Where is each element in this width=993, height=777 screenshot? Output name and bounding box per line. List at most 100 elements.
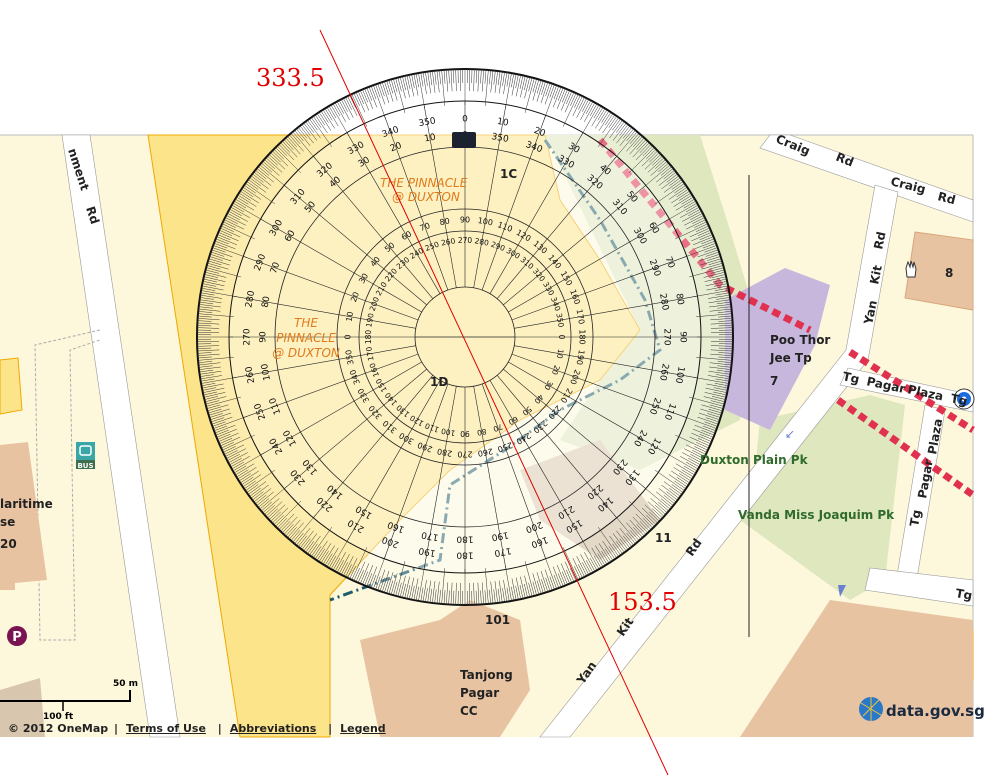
protractor-tick <box>201 290 237 297</box>
protractor-radial-line <box>503 368 646 489</box>
protractor-scale-label: 350 <box>418 116 437 129</box>
protractor-tick <box>702 425 717 432</box>
protractor-tick <box>198 308 221 312</box>
protractor-tick <box>206 404 221 409</box>
protractor-tick <box>197 315 212 318</box>
protractor-tick <box>270 511 281 522</box>
protractor-tick <box>390 573 398 595</box>
temple-label: Jee Tp <box>769 351 812 365</box>
protractor-tick <box>225 450 238 457</box>
protractor-tick <box>215 238 229 245</box>
protractor-tick <box>204 396 227 403</box>
protractor-tick <box>622 127 633 139</box>
protractor-tick <box>368 86 378 108</box>
protractor-tick <box>207 408 222 414</box>
protractor-tick <box>684 215 704 226</box>
protractor-tick <box>497 71 501 86</box>
protractor-tick <box>259 164 288 189</box>
protractor-tick <box>206 396 241 407</box>
bus-stop-icon[interactable]: BUS <box>76 442 95 470</box>
protractor-tick <box>641 150 658 167</box>
protractor-tick <box>328 555 337 569</box>
protractor-tick <box>689 267 724 278</box>
protractor-tick <box>696 225 709 232</box>
protractor-tick <box>364 564 374 586</box>
protractor-tick <box>207 404 229 412</box>
protractor-tick <box>411 74 415 89</box>
protractor-tick <box>311 526 333 557</box>
protractor-scale-label: 270 <box>243 328 253 345</box>
protractor-tick <box>209 256 223 261</box>
legend-link[interactable]: Legend <box>340 722 386 735</box>
protractor-tick <box>616 530 631 549</box>
protractor-tick <box>336 101 345 114</box>
protractor-tick <box>230 456 250 468</box>
protractor-tick <box>707 413 721 418</box>
protractor-tick <box>574 566 581 580</box>
protractor-tick <box>255 169 267 180</box>
protractor-tick <box>629 133 640 145</box>
protractor-tick <box>709 362 732 366</box>
data-gov-logo[interactable]: data.gov.sg <box>859 697 985 721</box>
protractor-tick <box>242 474 262 488</box>
protractor-tick <box>204 396 219 400</box>
protractor-tick <box>237 467 257 480</box>
protractor-tick <box>384 81 389 95</box>
terms-link[interactable]: Terms of Use <box>126 722 206 735</box>
boundary-teal <box>329 139 662 602</box>
protractor-tick <box>682 452 702 464</box>
protractor-tick <box>198 304 221 308</box>
protractor-tick <box>688 457 701 466</box>
protractor-tick <box>268 504 286 520</box>
protractor-tick <box>645 514 657 526</box>
protractor-tick <box>700 258 722 266</box>
protractor-tick <box>393 581 398 596</box>
protractor-tick <box>197 327 220 329</box>
protractor-tick <box>609 535 623 554</box>
protractor-tick <box>228 210 248 222</box>
protractor-tick <box>698 412 720 421</box>
protractor-tick <box>593 105 602 119</box>
protractor-tick <box>294 130 304 142</box>
protractor-tick <box>205 400 220 405</box>
protractor-tick <box>536 80 544 102</box>
protractor-tick <box>685 204 699 213</box>
protractor-tick <box>202 387 225 393</box>
navigation-pan-icon[interactable] <box>953 388 975 410</box>
protractor-tick <box>696 313 733 318</box>
protractor-scale-label: 70 <box>663 256 676 270</box>
protractor-tick <box>287 527 297 538</box>
protractor-tick <box>210 417 225 423</box>
protractor-tick <box>399 76 406 99</box>
protractor-tick <box>626 134 642 152</box>
protractor-tick <box>480 69 482 84</box>
protractor-tick <box>316 113 326 126</box>
protractor-tick <box>629 529 640 541</box>
protractor-tick <box>253 171 272 186</box>
abbreviations-link[interactable]: Abbreviations <box>229 722 317 735</box>
protractor-tick <box>494 70 498 93</box>
protractor-tick <box>299 530 314 549</box>
protractor-tick <box>351 547 368 580</box>
protractor-tick <box>503 579 508 602</box>
protractor-tick <box>443 69 446 84</box>
protractor-tick <box>675 198 695 211</box>
protractor-tick <box>661 175 680 190</box>
protractor-tick <box>237 194 257 207</box>
protractor-tick <box>399 575 406 598</box>
protractor-scale-label: 280 <box>436 446 453 458</box>
protractor-tick <box>657 501 669 512</box>
protractor-tick <box>711 274 726 278</box>
protractor-tick <box>229 457 242 466</box>
parking-icon[interactable]: P <box>7 626 27 646</box>
protractor-scale-label: 10 <box>424 133 437 145</box>
protractor-tick <box>370 85 377 100</box>
protractor-tick <box>582 562 589 575</box>
protractor-tick <box>669 487 681 497</box>
protractor-tick <box>602 540 616 560</box>
protractor-tick <box>671 484 684 493</box>
protractor-tick <box>406 75 411 90</box>
protractor-tick <box>650 498 668 514</box>
